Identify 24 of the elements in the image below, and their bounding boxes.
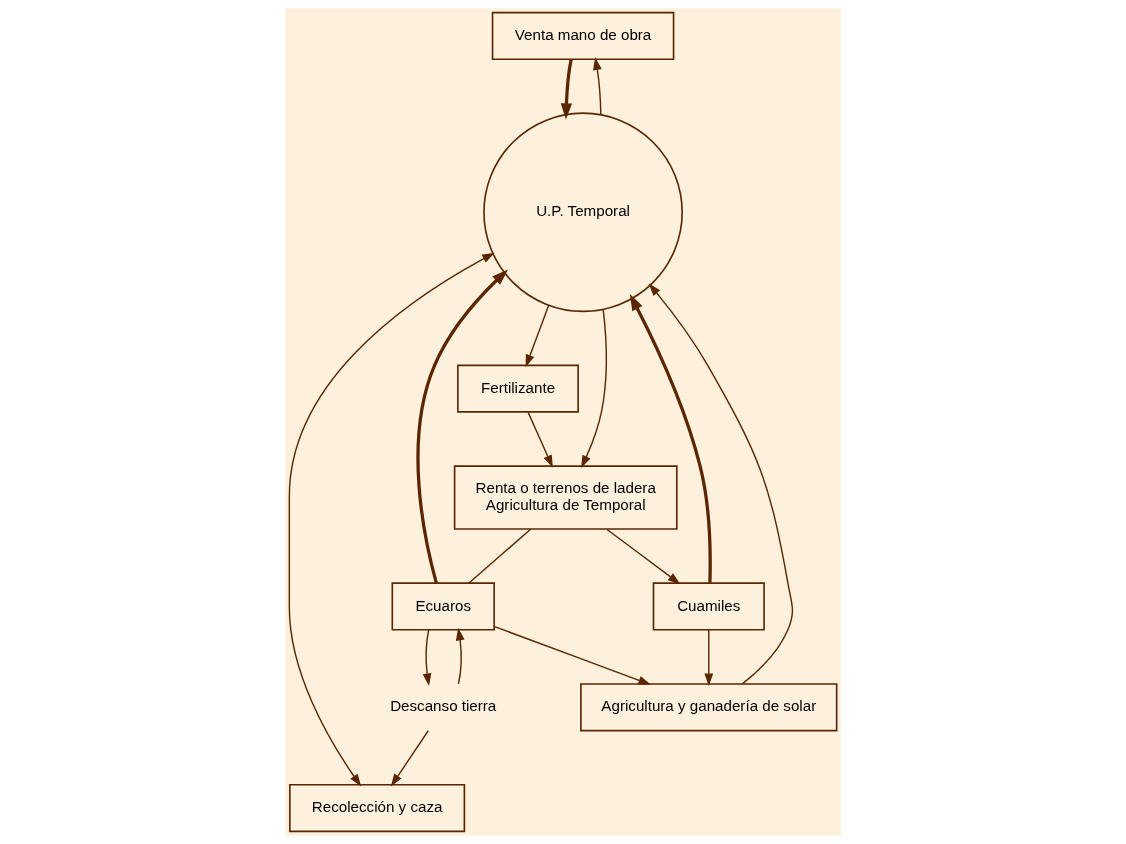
arrow — [288, 252, 495, 787]
node-box: Venta mano de obra — [491, 11, 675, 61]
connector — [468, 528, 532, 584]
arrow — [493, 625, 651, 685]
node-box: Cuamiles — [652, 582, 765, 631]
arrow — [704, 629, 714, 687]
arrow — [606, 528, 681, 585]
node-box: Agricultura y ganadería de solar — [580, 683, 838, 732]
arrow — [422, 629, 432, 686]
node-box: Renta o terrenos de ladera Agricultura de Temporal — [453, 465, 678, 530]
node-box: Ecuaros — [391, 582, 495, 631]
arrow — [390, 730, 429, 787]
arrow — [560, 59, 573, 120]
arrow — [455, 627, 465, 685]
node-box: Fertilizante — [457, 364, 579, 413]
arrow — [581, 308, 608, 469]
arrow — [593, 57, 602, 116]
arrow — [416, 269, 509, 584]
arrow — [648, 283, 794, 685]
node-box: Recolección y caza — [289, 783, 466, 833]
arrow — [527, 411, 553, 468]
arrow — [525, 304, 550, 368]
arrow — [629, 294, 712, 583]
node-text: Descanso tierra — [390, 697, 497, 715]
